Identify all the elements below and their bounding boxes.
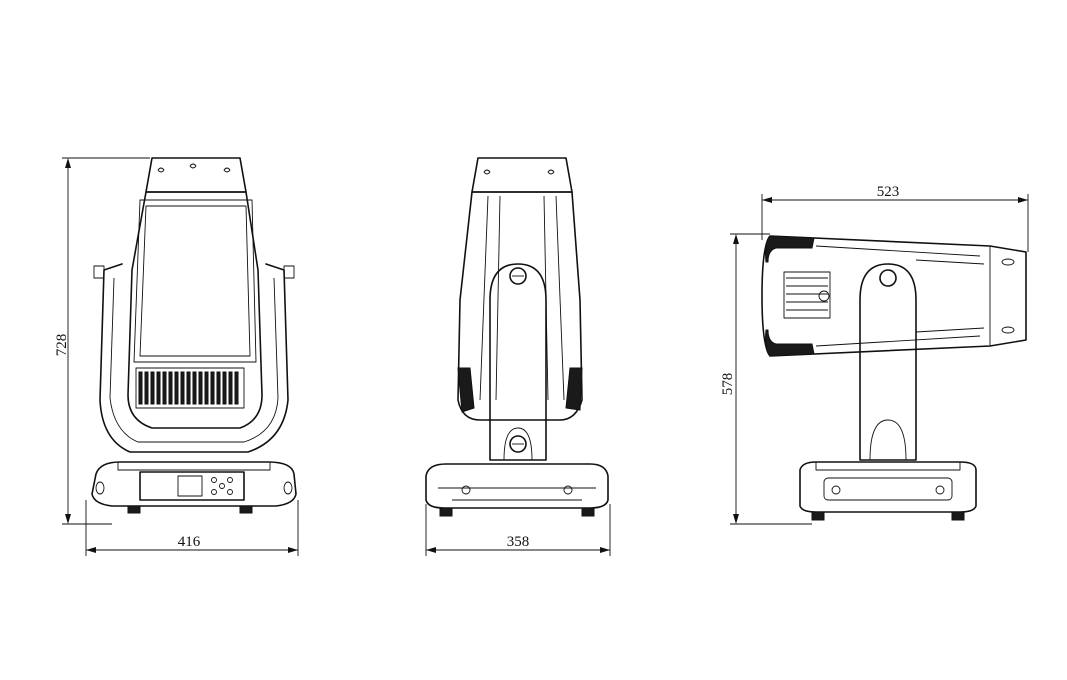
profile-base-screw [831, 485, 841, 495]
front-display-panel [139, 471, 245, 501]
profile-fins [786, 277, 828, 311]
front-width-dimension: 416 [85, 500, 299, 556]
front-yoke-knob-left [93, 265, 105, 279]
profile-head-ribs [815, 245, 985, 347]
front-handle-left [95, 481, 105, 495]
front-head-panel-inner [139, 205, 251, 357]
front-display-screen [177, 475, 203, 497]
profile-base-top [815, 462, 961, 471]
profile-cap-slot [1001, 326, 1015, 334]
side-yoke-arch [503, 427, 533, 461]
profile-base-screw [935, 485, 945, 495]
profile-foot [951, 511, 965, 521]
side-pivot-bottom [509, 435, 527, 453]
side-head-dark-left [457, 367, 475, 413]
front-foot [127, 505, 141, 514]
front-width-label: 416 [178, 534, 201, 550]
side-pivot-top [509, 267, 527, 285]
front-button [227, 477, 233, 483]
side-base [425, 463, 609, 509]
profile-base-panel [823, 477, 953, 501]
side-base-screw [563, 485, 573, 495]
profile-head-dark-bottom [765, 329, 815, 357]
profile-base [799, 461, 977, 513]
side-view: 358 [425, 157, 611, 556]
side-foot [439, 507, 453, 517]
profile-yoke-arm [859, 263, 917, 461]
front-yoke-knob-right [283, 265, 295, 279]
front-button [219, 483, 225, 489]
side-head-body [457, 191, 583, 421]
side-width-label: 358 [507, 534, 530, 550]
profile-pivot [818, 290, 830, 302]
front-cap-slots [157, 163, 231, 173]
side-head-dark-right [565, 367, 583, 411]
front-head-body [127, 191, 263, 429]
side-base-screw [461, 485, 471, 495]
profile-cap-slot [1001, 258, 1015, 266]
profile-height-dimension: 578 [720, 233, 812, 525]
front-yoke-inner [109, 277, 279, 443]
side-base-lines [438, 487, 596, 501]
side-cap-slots [483, 169, 555, 175]
side-width-dimension: 358 [425, 504, 611, 556]
profile-fin-block [783, 271, 831, 319]
profile-height-label: 578 [720, 373, 736, 396]
front-height-label: 728 [54, 334, 70, 357]
profile-head-dark-top [765, 235, 815, 263]
side-head-cap [471, 157, 573, 193]
side-yoke-arm [489, 263, 547, 461]
front-button [211, 489, 217, 495]
profile-foot [811, 511, 825, 521]
front-foot [239, 505, 253, 514]
front-button [211, 477, 217, 483]
profile-pivot-top [879, 269, 897, 287]
profile-yoke-arch [869, 419, 907, 461]
front-height-dimension: 728 [54, 157, 150, 525]
profile-view: 523 578 [720, 184, 1029, 525]
side-head-ribs [479, 195, 565, 401]
front-head-cap [145, 157, 247, 193]
front-fin-grille [135, 367, 245, 409]
front-base [91, 461, 297, 507]
profile-length-dimension: 523 [761, 184, 1029, 252]
front-head-panel [133, 199, 257, 363]
front-view: 728 416 [54, 157, 299, 556]
profile-length-label: 523 [877, 184, 900, 200]
front-handle-right [283, 481, 293, 495]
front-base-vents [117, 461, 271, 471]
front-yoke [99, 263, 289, 453]
front-button [227, 489, 233, 495]
front-fins [138, 371, 239, 405]
side-foot [581, 507, 595, 517]
profile-head-body [761, 235, 1027, 357]
